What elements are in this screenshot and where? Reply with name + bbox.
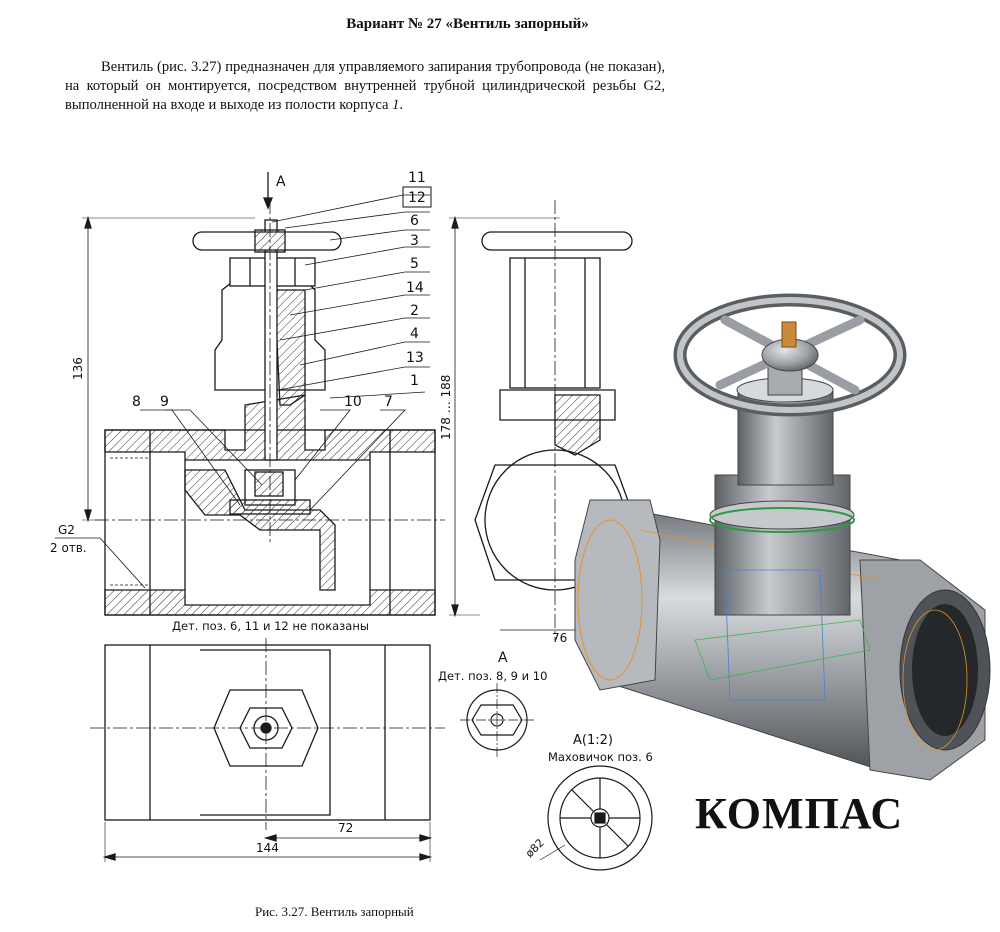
description-text: Вентиль (рис. 3.27) предназначен для упр… [65,59,665,113]
thread-count: 2 отв. [50,541,87,555]
part-7: 7 [384,394,393,410]
part-13: 13 [406,350,424,366]
handwheel-label: А(1:2) [573,733,613,748]
description-end: . [399,97,404,113]
dim-136: 136 [71,357,85,380]
part-6: 6 [410,213,419,229]
detail-a-note: Дет. поз. 8, 9 и 10 [438,669,547,683]
spindle [264,219,278,461]
dim-72: 72 [338,821,353,835]
handwheel-note: Маховичок поз. 6 [548,750,653,764]
leader-lines [140,194,430,511]
drawing-labels: А 11 12 6 3 5 14 2 4 13 1 8 9 10 7 136 1… [50,170,653,860]
part-2: 2 [410,303,419,319]
part-1: 1 [410,373,419,389]
view-label-a: А [276,174,286,190]
handwheel-view [539,765,653,871]
note-parts-not-shown: Дет. поз. 6, 11 и 12 не показаны [172,619,369,633]
part-3: 3 [410,233,419,249]
detail-a-label: А [498,650,508,666]
part-5: 5 [410,256,419,272]
figure-caption: Рис. 3.27. Вентиль запорный [255,904,414,919]
top-view [90,638,445,862]
front-section-view [55,172,560,618]
part-11: 11 [408,170,426,186]
thread-g2: G2 [58,523,75,537]
dim-82: ø82 [523,836,547,860]
part-4: 4 [410,326,419,342]
brand-logo-text: КОМПАС [695,789,904,838]
part-12: 12 [408,190,426,206]
detail-a-view [460,683,534,757]
part-14: 14 [406,280,424,296]
part-9: 9 [160,394,169,410]
part-8: 8 [132,394,141,410]
description-part-number: 1 [392,97,400,113]
body-wall-bottom [104,589,436,616]
description-paragraph: Вентиль (рис. 3.27) предназначен для упр… [65,58,665,115]
part-10: 10 [344,394,362,410]
dim-144: 144 [256,841,279,855]
valve-3d-render [574,293,991,781]
page-title: Вариант № 27 «Вентиль запорный» [346,16,589,32]
dim-76: 76 [552,631,567,645]
dim-178-188: 178 … 188 [439,375,453,440]
